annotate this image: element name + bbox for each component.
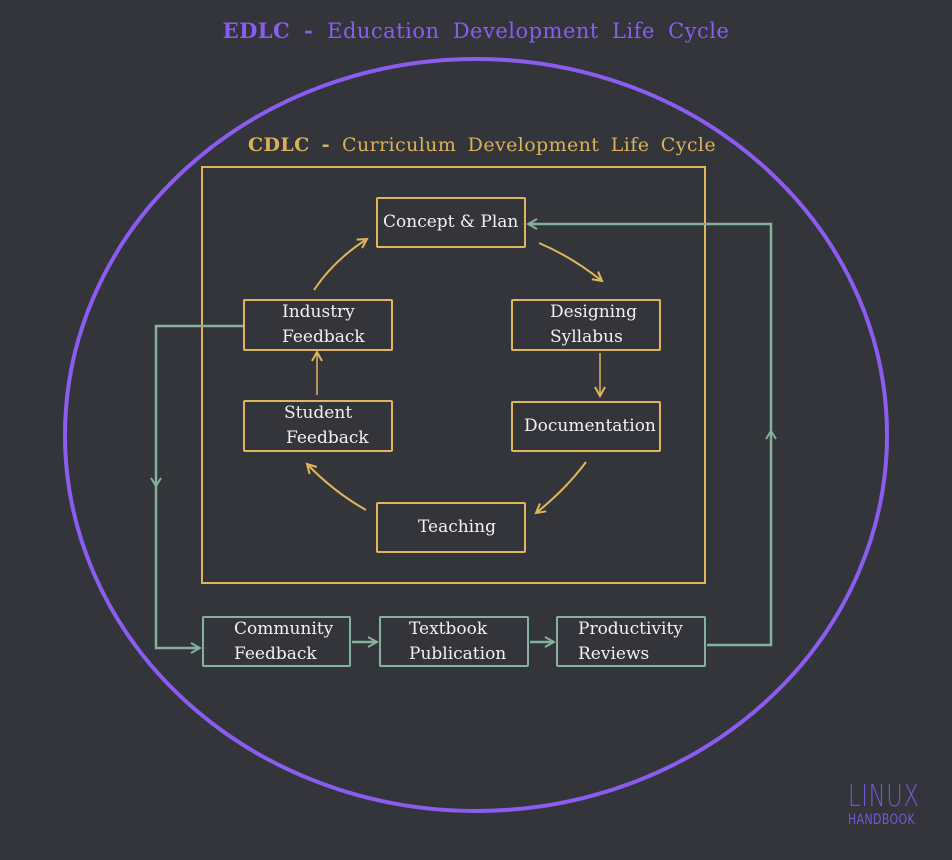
student-feedback-box: Student Feedback (243, 400, 393, 452)
edlc-ellipse (63, 57, 889, 813)
designing-syllabus-box: Designing Syllabus (511, 299, 661, 351)
textbook-publication-line-2: Publication (409, 643, 507, 664)
cdlc-name: Curriculum Development Life Cycle (342, 134, 717, 156)
productivity-reviews-line-2: Reviews (578, 643, 650, 664)
teaching-box: Teaching (376, 502, 526, 553)
arrow-industry-to-concept (313, 239, 367, 291)
cdlc-abbr: CDLC (248, 134, 310, 156)
logo-line-1: LINUX (848, 779, 920, 814)
arrow-down-marker (150, 477, 162, 488)
productivity-reviews-line-1: Productivity (578, 618, 683, 639)
productivity-reviews-box: Productivity Reviews (556, 616, 706, 667)
edlc-title: EDLC - Education Development Life Cycle (0, 18, 952, 43)
industry-feedback-line-2: Feedback (282, 327, 365, 347)
arrow-industry-to-community (154, 324, 245, 648)
teaching-line-1: Teaching (418, 517, 496, 537)
community-feedback-box: Community Feedback (202, 616, 351, 667)
concept-plan-line-1: Concept & Plan (383, 212, 519, 232)
linux-handbook-logo: LINUX HANDBOOK (848, 779, 944, 828)
arrow-documentation-to-teaching (536, 461, 587, 513)
arrow-concept-to-designing (538, 242, 602, 281)
edlc-abbr: EDLC (222, 18, 291, 43)
concept-plan-box: Concept & Plan (376, 197, 526, 248)
logo-line-2: HANDBOOK (848, 812, 916, 828)
designing-syllabus-line-1: Designing (550, 302, 637, 322)
community-feedback-line-1: Community (234, 618, 334, 639)
arrow-up-marker (765, 429, 777, 440)
cdlc-title: CDLC - Curriculum Development Life Cycle (248, 134, 716, 156)
textbook-publication-line-1: Textbook (409, 618, 488, 639)
edlc-dash: - (290, 18, 328, 43)
textbook-publication-box: Textbook Publication (379, 616, 529, 667)
documentation-line-1: Documentation (524, 416, 656, 436)
cdlc-dash: - (309, 134, 343, 156)
designing-syllabus-line-2: Syllabus (550, 327, 623, 347)
community-feedback-line-2: Feedback (234, 643, 317, 664)
documentation-box: Documentation (511, 401, 661, 452)
arrow-teaching-to-student (307, 464, 367, 511)
student-feedback-line-2: Feedback (286, 428, 369, 448)
cdlc-frame (201, 166, 706, 584)
student-feedback-line-1: Student (284, 403, 353, 423)
arrow-productivity-to-concept (528, 224, 773, 647)
edlc-name: Education Development Life Cycle (327, 19, 730, 43)
industry-feedback-box: Industry Feedback (243, 299, 393, 351)
industry-feedback-line-1: Industry (282, 302, 355, 322)
